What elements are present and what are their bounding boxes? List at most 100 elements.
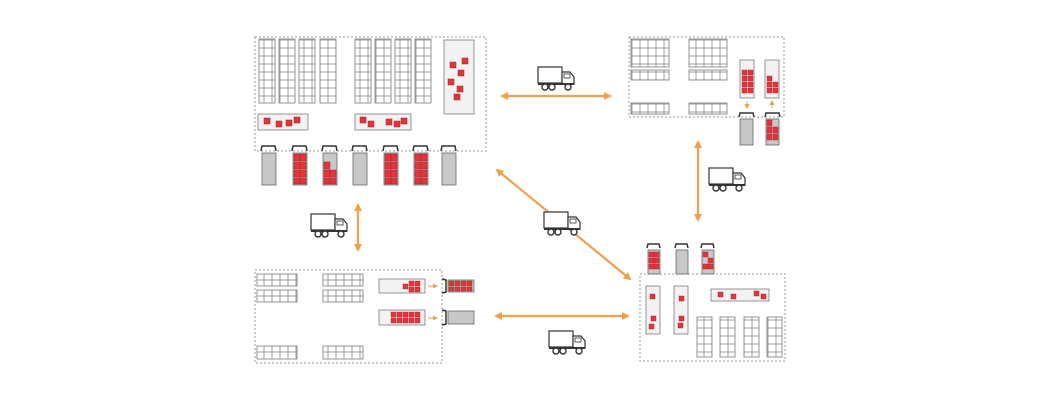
red-pallet-box <box>650 315 657 322</box>
loading-dock <box>646 243 661 275</box>
red-pallet-box <box>384 153 392 162</box>
red-pallet-box <box>648 263 655 270</box>
red-pallet-box <box>293 177 301 185</box>
red-pallet-box <box>460 286 467 292</box>
loading-dock <box>441 309 475 326</box>
staging-zone <box>673 285 689 335</box>
red-pallet-box <box>772 87 779 94</box>
red-pallet-box <box>766 87 773 94</box>
red-pallet-box <box>649 293 656 300</box>
storage-rack <box>696 316 713 358</box>
red-pallet-box <box>299 153 307 162</box>
loading-dock <box>321 145 338 186</box>
red-pallet-box <box>414 169 422 178</box>
delivery-truck-icon <box>543 211 581 236</box>
red-pallet-box <box>293 116 301 124</box>
red-pallet-box <box>285 119 293 127</box>
warehouse-bottom-left-outline <box>254 269 443 364</box>
red-pallet-box <box>707 263 714 270</box>
red-pallet-box <box>747 81 754 88</box>
red-pallet-box <box>454 280 461 287</box>
red-pallet-box <box>323 161 331 170</box>
red-pallet-box <box>390 311 397 318</box>
red-pallet-box <box>707 257 714 264</box>
red-pallet-box <box>299 177 307 185</box>
red-pallet-box <box>384 161 392 170</box>
red-pallet-box <box>323 177 331 185</box>
red-pallet-box <box>263 117 271 125</box>
red-pallet-box <box>384 177 392 185</box>
red-pallet-box <box>323 169 331 178</box>
red-pallet-box <box>385 118 393 126</box>
red-pallet-box <box>275 120 283 128</box>
red-pallet-box <box>766 75 773 82</box>
red-pallet-box <box>466 286 473 292</box>
red-pallet-box <box>653 251 660 258</box>
loading-dock <box>441 278 475 294</box>
red-pallet-box <box>414 280 421 287</box>
red-pallet-box <box>772 126 779 134</box>
warehouse-bottom-right-outline <box>639 273 786 362</box>
red-pallet-box <box>390 317 397 324</box>
red-pallet-box <box>408 317 415 324</box>
loading-dock <box>440 145 457 186</box>
red-pallet-box <box>747 69 754 76</box>
red-pallet-box <box>766 119 773 127</box>
red-pallet-box <box>448 280 455 287</box>
red-pallet-box <box>408 311 415 318</box>
storage-rack <box>688 69 728 81</box>
storage-rack <box>322 273 364 287</box>
red-pallet-box <box>414 161 422 170</box>
red-pallet-box <box>760 293 767 300</box>
red-pallet-box <box>648 323 655 330</box>
staging-zone <box>443 39 475 115</box>
warehouse-bottom-left <box>254 269 475 364</box>
storage-rack <box>719 316 736 358</box>
red-pallet-box <box>653 263 660 270</box>
red-pallet-box <box>414 317 421 324</box>
red-pallet-box <box>400 117 408 125</box>
storage-rack <box>743 316 760 358</box>
loading-dock <box>351 145 368 186</box>
red-pallet-box <box>766 133 773 141</box>
red-pallet-box <box>390 169 398 178</box>
red-pallet-box <box>396 311 403 318</box>
delivery-truck-icon <box>537 66 575 91</box>
warehouse-main-docks <box>260 145 457 186</box>
red-pallet-box <box>741 69 748 76</box>
red-pallet-box <box>408 280 415 287</box>
red-pallet-box <box>678 295 685 302</box>
storage-rack <box>630 102 670 115</box>
storage-rack <box>394 38 412 104</box>
red-pallet-box <box>402 283 409 290</box>
red-pallet-box <box>329 169 337 178</box>
storage-rack <box>354 38 372 104</box>
storage-rack <box>630 38 670 68</box>
red-pallet-box <box>453 93 461 101</box>
staging-zone <box>645 285 661 335</box>
storage-rack <box>256 273 298 287</box>
warehouse-top-right-outline <box>628 36 785 118</box>
red-pallet-box <box>456 85 464 93</box>
storage-rack <box>630 69 670 81</box>
storage-rack <box>256 289 298 303</box>
red-pallet-box <box>717 291 724 298</box>
red-pallet-box <box>393 120 401 128</box>
red-pallet-box <box>299 161 307 170</box>
red-pallet-box <box>461 57 469 65</box>
red-pallet-box <box>299 169 307 178</box>
red-pallet-box <box>741 81 748 88</box>
red-pallet-box <box>753 290 760 297</box>
red-pallet-box <box>460 280 467 287</box>
warehouse-main-racks <box>258 38 432 104</box>
red-pallet-box <box>420 153 428 162</box>
red-pallet-box <box>457 69 465 77</box>
warehouse-top-right <box>628 36 785 146</box>
red-pallet-box <box>677 322 684 329</box>
red-pallet-box <box>702 251 709 258</box>
red-pallet-box <box>730 293 737 300</box>
warehouse-bottom-right <box>639 243 786 362</box>
red-pallet-box <box>766 126 773 134</box>
